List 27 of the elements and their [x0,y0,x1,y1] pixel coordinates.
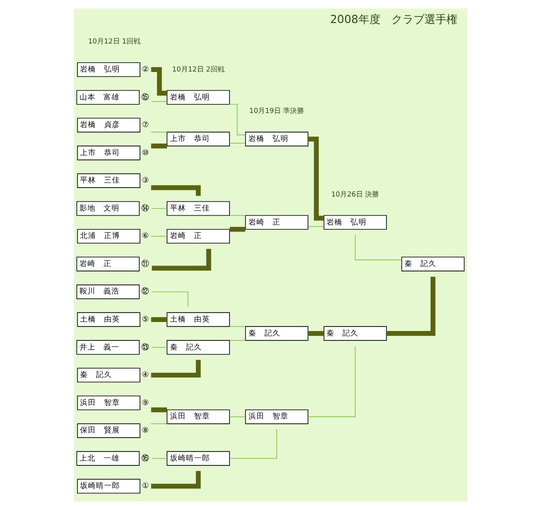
connector [308,136,324,221]
connector [228,142,246,144]
connector [228,104,246,136]
connector [150,423,167,424]
connector [150,185,200,196]
connector [150,407,166,412]
connector [307,226,324,227]
connector [151,101,167,102]
connector [150,236,167,237]
connector [228,416,246,418]
connector [151,347,167,348]
connector [151,291,188,308]
connector [308,331,324,336]
connector [354,234,402,260]
connector [151,458,167,459]
connector [228,428,277,459]
connector [150,317,166,322]
connector [307,346,356,418]
connector [228,326,246,327]
connector [229,226,245,232]
diagram-title: 2008年度 クラブ選手権 [330,12,457,26]
connector [228,340,246,341]
connector [150,67,166,96]
connector [151,208,167,209]
connector [228,215,246,216]
connector [386,276,435,336]
connector [150,144,166,148]
